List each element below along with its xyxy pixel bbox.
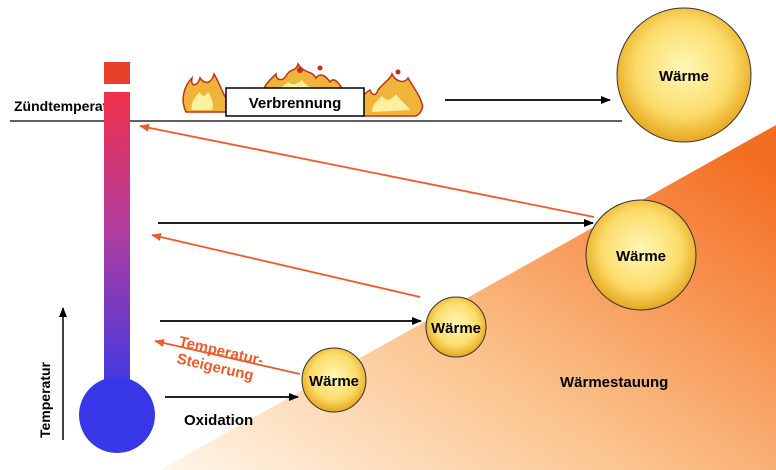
thermometer-cap [104, 62, 130, 84]
oxidation-label: Oxidation [184, 412, 253, 429]
combustion-box [225, 87, 365, 117]
heat-accumulation-label: Wärmestauung [560, 374, 668, 391]
feedback-arrow-level-2 [151, 233, 421, 298]
temperature-axis-label: Temperatur [37, 361, 53, 438]
combustion-label: Verbrennung [249, 95, 342, 112]
thermometer-tube [104, 92, 130, 400]
heat-bubble-3-label: Wärme [616, 248, 666, 265]
thermometer-bulb [79, 377, 155, 453]
heat-bubble-2-label: Wärme [431, 320, 481, 337]
heat-bubble-2 [425, 296, 487, 358]
ignition-temperature-label: Zündtemperatur [14, 98, 122, 114]
heat-bubble-1 [301, 347, 367, 413]
heat-bubble-ignition-label: Wärme [659, 68, 709, 85]
heat-bubble-1-label: Wärme [309, 373, 359, 390]
feedback-arrow-level-1 [154, 339, 301, 375]
feedback-arrow-ignition [139, 123, 595, 218]
heat-bubble-ignition [616, 7, 752, 143]
heat-bubble-3 [585, 199, 697, 311]
